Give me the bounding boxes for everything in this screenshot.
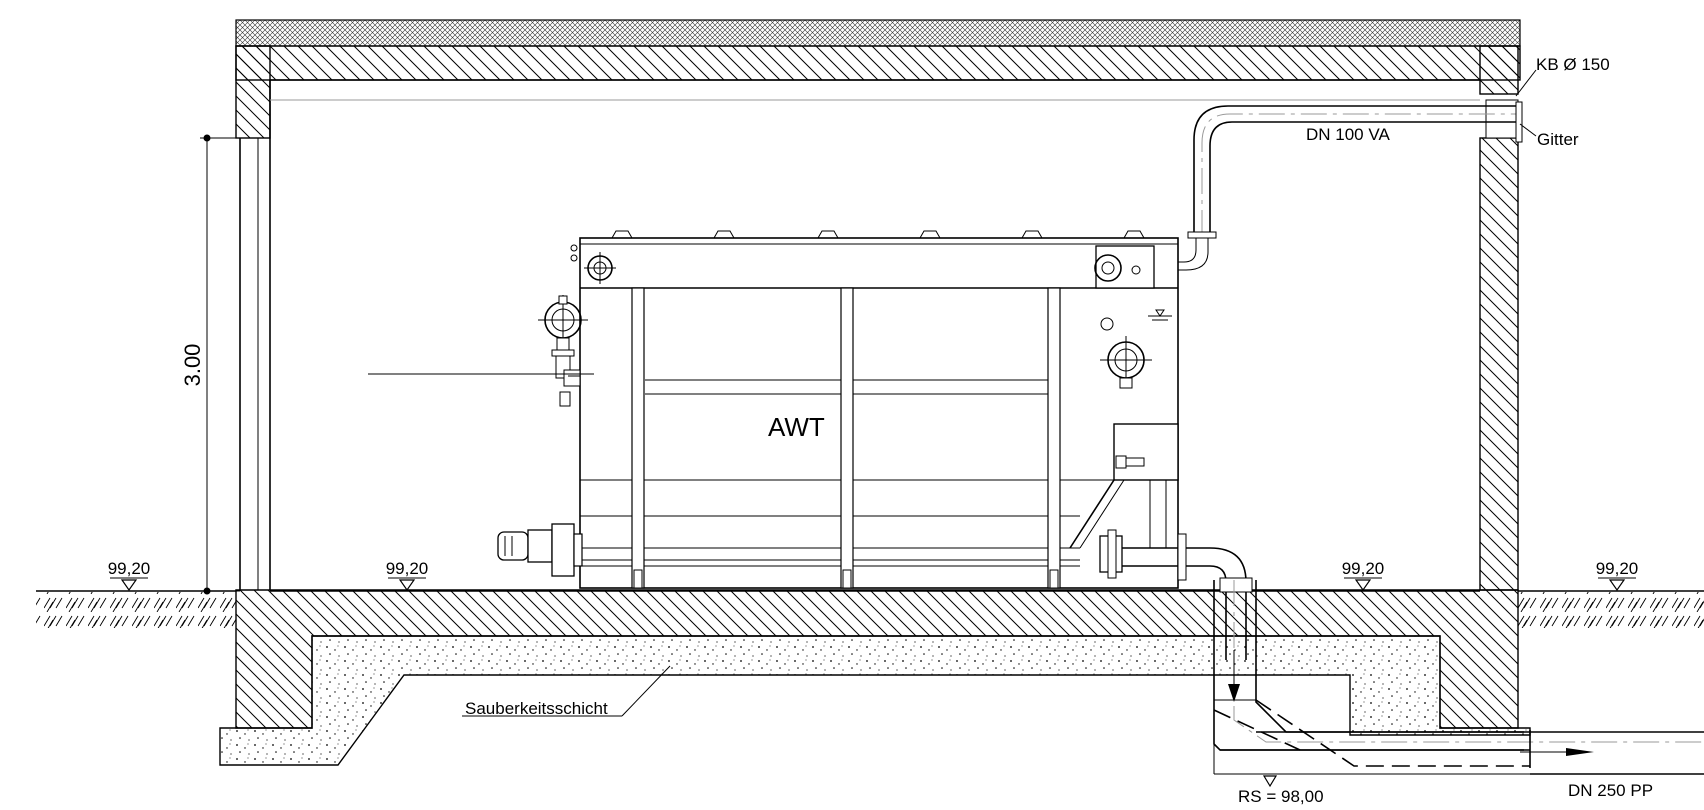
water-level-symbol	[1148, 309, 1172, 321]
lifting-lugs	[611, 230, 1145, 239]
gitter-label: Gitter	[1537, 130, 1579, 149]
drain-pipe: DN 250 PP	[1213, 580, 1704, 800]
level-label-right: 99,20	[1596, 559, 1639, 578]
level-label-right-inner: 99,20	[1342, 559, 1385, 578]
left-wall	[235, 45, 271, 590]
right-valve-assembly	[1100, 336, 1152, 389]
roof-slab	[235, 19, 1521, 81]
level-marker-left: 99,20	[108, 559, 151, 592]
awt-body	[579, 237, 1179, 589]
lean-concrete-layer	[219, 635, 1531, 766]
awt-label: AWT	[768, 412, 825, 442]
rs-label: RS = 98,00	[1238, 787, 1324, 806]
ground-left	[36, 590, 236, 628]
height-dimension: 3.00	[180, 134, 240, 595]
frame-posts	[631, 287, 1061, 589]
ground-right	[1518, 590, 1704, 628]
outlet-pipe-assembly	[1099, 529, 1253, 660]
level-marker-inner: 99,20	[386, 559, 429, 592]
top-left-fitting	[570, 244, 616, 284]
left-valve-assembly	[538, 295, 588, 407]
dn100-label: DN 100 VA	[1306, 125, 1390, 144]
kb-callout: KB Ø 150	[1515, 55, 1610, 97]
dimension-label: 3.00	[180, 344, 205, 387]
vent-pipe: DN 100 VA	[1178, 101, 1523, 271]
sight-glass	[1100, 317, 1114, 331]
pump-motor	[497, 523, 583, 577]
kb-label: KB Ø 150	[1536, 55, 1610, 74]
right-wall	[1479, 45, 1519, 591]
level-label-left: 99,20	[108, 559, 151, 578]
dn250-label: DN 250 PP	[1568, 781, 1653, 800]
level-label-inner: 99,20	[386, 559, 429, 578]
awt-unit: AWT	[368, 230, 1253, 660]
control-unit	[1094, 245, 1155, 289]
level-marker-right-inner: 99,20	[1342, 559, 1385, 592]
sauber-label: Sauberkeitsschicht	[465, 699, 608, 718]
gitter-callout: Gitter	[1519, 123, 1579, 149]
side-box	[1069, 423, 1179, 549]
level-marker-right: 99,20	[1596, 559, 1639, 592]
rs-level-marker: RS = 98,00	[1238, 775, 1324, 806]
sauber-callout: Sauberkeitsschicht	[462, 665, 671, 718]
